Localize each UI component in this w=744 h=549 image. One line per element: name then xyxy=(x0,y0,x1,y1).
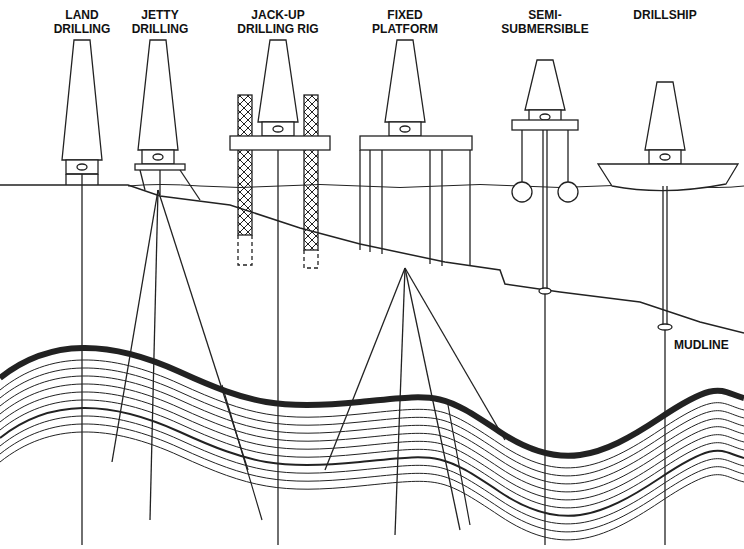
drawing-stroke xyxy=(567,130,568,182)
derrick xyxy=(385,40,425,122)
drill-floor xyxy=(649,150,681,164)
drawing-stroke xyxy=(277,150,278,545)
jackup-hull xyxy=(230,136,330,150)
derrick xyxy=(525,60,565,110)
drawing-stroke xyxy=(664,330,665,545)
jackup-leg xyxy=(238,95,252,235)
strata-line xyxy=(0,408,744,516)
drawing-stroke xyxy=(112,190,158,462)
drawing-stroke xyxy=(66,173,98,174)
drawing-stroke xyxy=(180,170,200,200)
mudline-label: MUDLINE xyxy=(672,338,731,352)
drawing-stroke xyxy=(542,130,543,289)
drawing-stroke xyxy=(369,150,370,252)
drawing-stroke xyxy=(150,190,158,520)
drawing-stroke xyxy=(544,294,545,545)
drawing-stroke xyxy=(140,170,145,190)
drawing-stroke xyxy=(662,186,663,324)
drawing-stroke xyxy=(441,150,442,266)
strata-line xyxy=(0,424,744,532)
rotary xyxy=(400,126,410,132)
jetty-deck xyxy=(135,164,185,170)
platform-deck xyxy=(360,136,472,150)
strata-line xyxy=(0,400,744,508)
semi-deck xyxy=(512,120,578,130)
derrick xyxy=(645,82,685,150)
derrick xyxy=(258,40,298,122)
rotary xyxy=(153,154,163,160)
wellhead xyxy=(658,324,672,330)
strata-line xyxy=(0,384,744,492)
drawing-stroke xyxy=(359,150,360,250)
rig-type-label: SEMI-SUBMERSIBLE xyxy=(497,8,593,36)
drawing-stroke xyxy=(158,190,248,470)
jackup-leg xyxy=(304,95,318,250)
strata-line xyxy=(0,368,744,476)
drawing-stroke xyxy=(381,150,382,254)
rig-type-label: FIXED PLATFORM xyxy=(364,8,446,36)
strata-line xyxy=(0,376,744,484)
drawing-stroke xyxy=(159,170,160,195)
drawing-stroke xyxy=(429,150,430,264)
pontoon xyxy=(558,182,578,202)
strata-line xyxy=(0,416,744,524)
derrick xyxy=(62,40,102,160)
rig-type-label: LAND DRILLING xyxy=(46,8,118,36)
rotary xyxy=(660,154,670,160)
drawing-stroke xyxy=(405,268,505,440)
wellhead xyxy=(539,288,551,294)
drawing-stroke xyxy=(666,186,667,324)
strata-line xyxy=(0,432,744,540)
rotary xyxy=(77,164,87,170)
drill-floor xyxy=(389,122,421,136)
drawing-stroke xyxy=(521,130,522,182)
strata-line xyxy=(0,392,744,500)
rotary xyxy=(540,114,550,120)
rotary xyxy=(273,126,283,132)
derrick xyxy=(138,40,178,150)
drawing-stroke xyxy=(469,150,470,265)
drawing-stroke xyxy=(405,268,460,530)
strata-line xyxy=(0,360,744,468)
ship-hull xyxy=(598,164,738,191)
drawing-stroke xyxy=(395,268,405,535)
drawing-stroke xyxy=(65,174,66,185)
pontoon xyxy=(512,182,532,202)
drill-floor xyxy=(66,160,98,174)
drill-floor xyxy=(142,150,174,164)
rig-type-label: JETTY DRILLING xyxy=(124,8,196,36)
drawing-stroke xyxy=(81,174,82,545)
drill-floor xyxy=(262,122,294,136)
rig-type-label: DRILLSHIP xyxy=(617,8,713,22)
drawing-stroke xyxy=(325,268,405,470)
drawing-stroke xyxy=(97,174,98,185)
rig-type-label: JACK-UP DRILLING RIG xyxy=(229,8,327,36)
drawing-stroke xyxy=(546,130,547,289)
